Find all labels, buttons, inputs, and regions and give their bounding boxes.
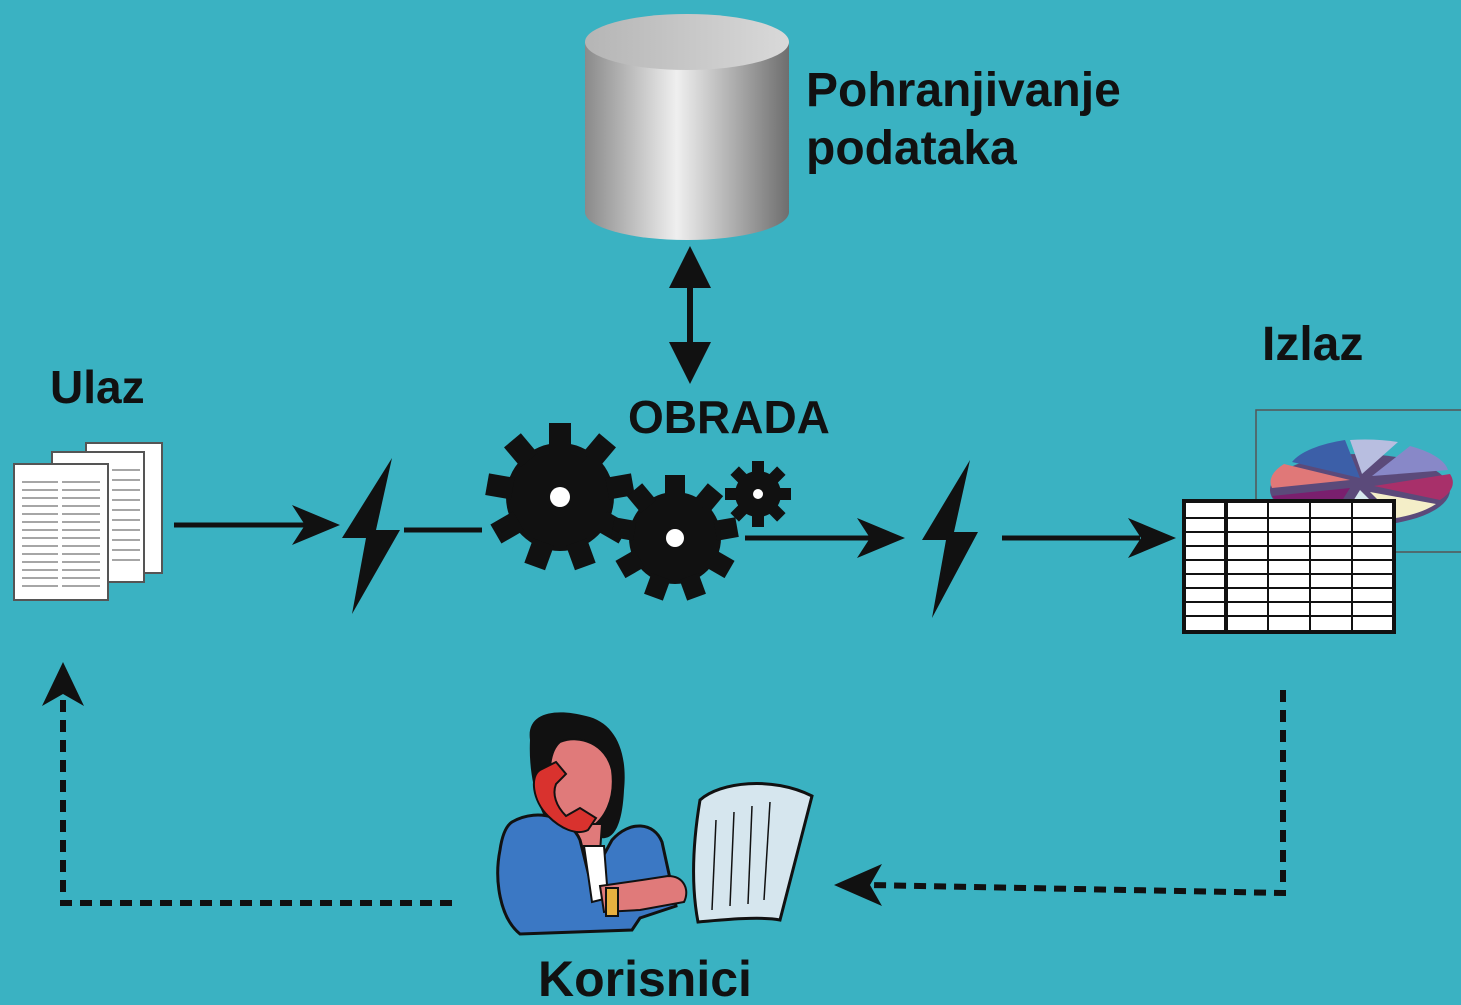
processing-label: OBRADA [628,391,830,443]
lightning-icon-2 [922,460,978,618]
output-report-icon [1182,409,1461,634]
database-cylinder-icon [585,14,789,240]
processing-flow-arrow [745,518,905,558]
lightning-icon-1 [342,458,400,614]
users-label: Korisnici [538,951,752,1005]
feedback-arrow-users-to-input [42,662,452,906]
user-on-phone-icon [496,712,814,936]
feedback-arrow-output-to-users [834,690,1286,906]
storage-processing-double-arrow [669,246,711,384]
output-label: Izlaz [1262,318,1364,371]
input-flow-arrow [174,505,340,545]
input-documents-icon [13,442,163,601]
gears-icon [485,423,791,601]
storage-label-line1: Pohranjivanje [806,64,1121,117]
storage-label-line2: podataka [806,122,1017,175]
storage-label: Pohranjivanje podataka [806,62,1121,178]
input-label: Ulaz [50,361,145,413]
output-flow-arrow [1002,518,1176,558]
data-table-icon [1182,499,1396,634]
